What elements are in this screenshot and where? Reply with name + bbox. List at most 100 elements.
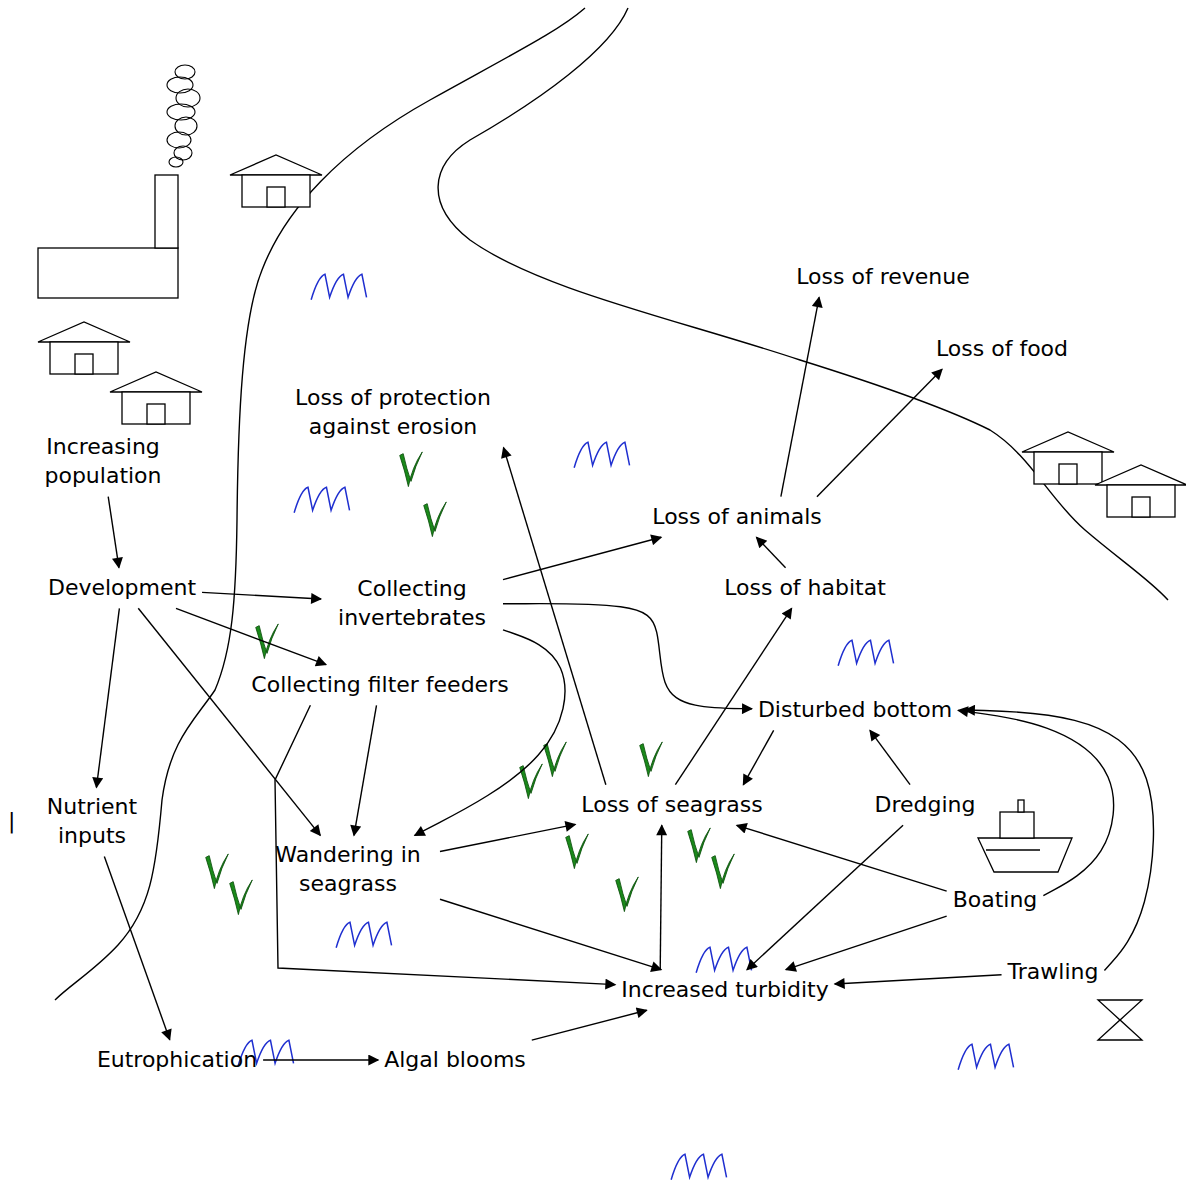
concept-text: Development [48, 574, 196, 603]
house-icon [230, 155, 322, 207]
seagrass-blade [230, 880, 253, 915]
river-bank [55, 8, 585, 1000]
arrow-connector [415, 630, 565, 836]
concept-label: Development [48, 574, 196, 603]
houses [38, 155, 1186, 517]
arrow-connector [675, 608, 791, 784]
boat-mast [1018, 800, 1024, 812]
arrow-connector [96, 608, 119, 787]
arrow-connector [756, 537, 785, 567]
concept-label: Loss of protection against erosion [267, 384, 519, 441]
concept-label: Nutrient inputs [33, 793, 151, 850]
wave-symbol [958, 1044, 1013, 1069]
concept-label: Loss of seagrass [581, 791, 762, 820]
arrow-connector [108, 497, 119, 568]
arrow-connector [965, 710, 1153, 970]
seagrass-blade [616, 877, 639, 912]
arrow-connector [354, 705, 377, 835]
arrow-connector [504, 448, 606, 785]
concept-label: Boating [953, 886, 1038, 915]
concept-label: Increased turbidity [621, 976, 828, 1005]
house-icon [38, 322, 130, 374]
seagrass-blade [256, 624, 279, 659]
arrow-connector [176, 608, 326, 664]
arrow-connector [440, 824, 575, 851]
factory [38, 65, 200, 298]
concept-label: Wandering in seagrass [262, 841, 434, 898]
concept-text: Loss of animals [652, 503, 821, 532]
wave-symbol [336, 922, 391, 947]
concept-label: Disturbed bottom [758, 696, 952, 725]
concept-label: Loss of habitat [724, 574, 886, 603]
wave-symbol [671, 1154, 726, 1179]
arrow-connector [747, 825, 903, 969]
arrow-connector [743, 730, 773, 784]
concept-label: Collecting filter feeders [251, 671, 508, 700]
boat-hull [978, 838, 1072, 872]
concept-label: Algal blooms [384, 1046, 526, 1075]
arrow-connector [263, 1059, 378, 1060]
trawl-net [1098, 1000, 1142, 1040]
concept-text: Increased turbidity [621, 976, 828, 1005]
house-icon [1095, 465, 1186, 517]
seagrass-blade [640, 742, 663, 777]
trawl-net-top [1098, 1000, 1142, 1020]
seagrass-blade [712, 854, 735, 889]
arrow-connector [532, 1010, 647, 1040]
concept-text: Collecting filter feeders [251, 671, 508, 700]
concept-label: Collecting invertebrates [327, 575, 497, 632]
boat-line [986, 849, 1040, 850]
arrow-connector [440, 899, 661, 969]
water-waves [238, 274, 1013, 1179]
wave-symbol [838, 640, 893, 665]
concept-text: Nutrient inputs [33, 793, 151, 850]
seagrass-blade [400, 452, 423, 487]
river-bank [438, 8, 1168, 600]
arrow-connector [202, 592, 321, 599]
concept-text: Dredging [875, 791, 976, 820]
concept-text: Loss of protection against erosion [267, 384, 519, 441]
seagrass-blade [206, 854, 229, 889]
arrow-connector [138, 608, 320, 835]
boat-cabin [1000, 812, 1034, 838]
seagrass-blade [424, 502, 447, 537]
arrow-connector [817, 369, 942, 496]
concept-label: Loss of food [936, 335, 1068, 364]
wave-symbol [574, 442, 629, 467]
arrow-connector [104, 857, 169, 1040]
concept-label: Loss of revenue [796, 263, 970, 292]
smoke [167, 65, 200, 167]
arrow-connector [737, 825, 947, 891]
wave-symbol [696, 947, 751, 972]
concept-text: Algal blooms [384, 1046, 526, 1075]
factory-chimney [155, 175, 178, 248]
wave-symbol [311, 274, 366, 299]
concept-text: Collecting invertebrates [327, 575, 497, 632]
arrow-connector [503, 604, 752, 709]
house-icon [1022, 432, 1114, 484]
concept-text: Loss of habitat [724, 574, 886, 603]
concept-text: Eutrophication [97, 1046, 257, 1075]
concept-text: Loss of food [936, 335, 1068, 364]
concept-text: Wandering in seagrass [262, 841, 434, 898]
stray-mark: | [8, 808, 15, 833]
concept-label: Trawling [1008, 958, 1099, 987]
concept-label: Increasing population [28, 433, 178, 490]
arrow-connector [870, 730, 910, 784]
arrow-connector [958, 710, 1114, 895]
arrow-connector [660, 825, 662, 969]
arrow-connector [786, 916, 947, 970]
concept-text: Increasing population [28, 433, 178, 490]
boat [978, 800, 1072, 872]
factory-building [38, 248, 178, 298]
concept-text: Trawling [1008, 958, 1099, 987]
seagrass-blade [688, 828, 711, 863]
arrow-connector [781, 297, 819, 496]
concept-text: Loss of seagrass [581, 791, 762, 820]
concept-text: Disturbed bottom [758, 696, 952, 725]
arrow-connector [503, 537, 661, 579]
concept-label: Dredging [875, 791, 976, 820]
concept-text: Boating [953, 886, 1038, 915]
seagrass-blade [544, 742, 567, 777]
